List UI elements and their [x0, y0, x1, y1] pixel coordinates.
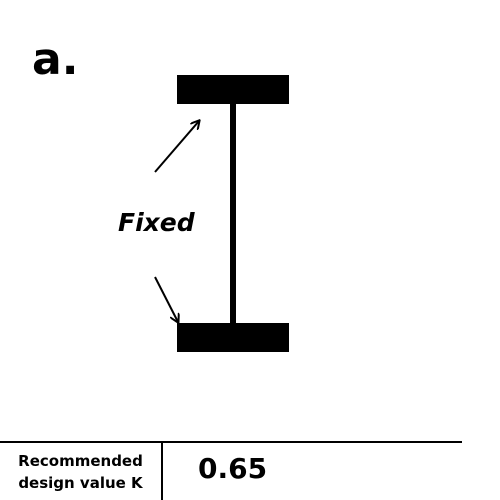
panel-label: a. [32, 34, 79, 85]
column-member [230, 104, 236, 324]
design-value-header-line-1: Recommended [18, 452, 143, 470]
column-diagram [154, 75, 289, 352]
table-column-divider [161, 441, 163, 500]
design-value-header-line-2: design value K [18, 474, 143, 492]
arrow-to-top-support [154, 121, 199, 173]
table-top-rule [0, 441, 462, 443]
fixed-support-label: Fixed [118, 208, 195, 237]
arrow-to-bottom-support [154, 276, 178, 322]
bottom-fixed-support [177, 323, 289, 352]
design-value-k: 0.65 [198, 452, 268, 485]
top-fixed-support [177, 75, 289, 104]
design-value-header: Recommended design value K [0, 450, 161, 494]
